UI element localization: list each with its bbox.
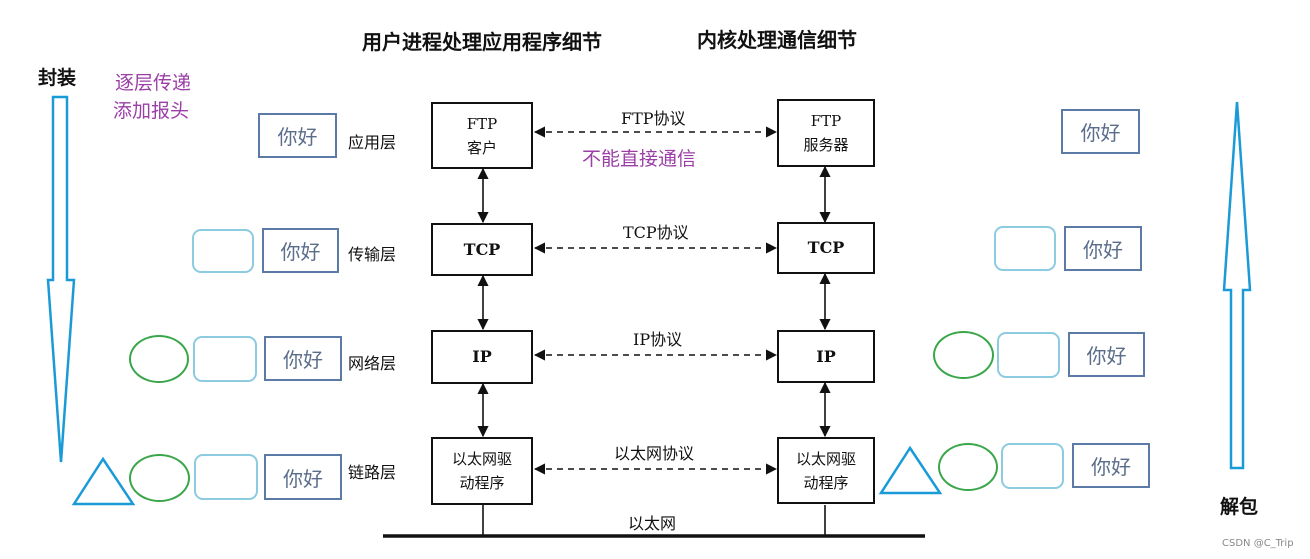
header-kernel: 内核处理通信细节 — [697, 28, 857, 52]
header-user-process: 用户进程处理应用程序细节 — [362, 30, 602, 54]
left-ip-box: IP — [431, 330, 533, 384]
right-network-ip-header — [933, 331, 994, 379]
right-link-tcp-header — [1001, 443, 1064, 489]
left-driver-line1: 以太网驱 — [451, 450, 512, 468]
right-ip-box: IP — [777, 330, 875, 383]
watermark: CSDN @C_Trip — [1222, 538, 1294, 549]
add-header-note: 添加报头 — [113, 100, 190, 122]
ftp-server-box: FTP 服务器 — [777, 99, 875, 167]
ftp-client-line1: FTP — [466, 114, 498, 133]
right-link-ip-header — [938, 443, 998, 491]
encapsulate-label: 封装 — [38, 67, 77, 89]
left-transport-payload: 你好 — [262, 228, 339, 273]
right-network-payload: 你好 — [1068, 332, 1145, 377]
ftp-client-box: FTP 客户 — [431, 102, 533, 169]
ethernet-label: 以太网 — [628, 514, 677, 533]
left-link-header-triangle — [71, 456, 136, 506]
left-ethernet-driver-box: 以太网驱 动程序 — [431, 437, 533, 505]
right-transport-tcp-header — [994, 226, 1056, 271]
right-driver-line2: 动程序 — [803, 473, 849, 492]
left-network-ip-header — [129, 335, 189, 383]
left-driver-line2: 动程序 — [459, 474, 505, 492]
protocol-label-ip: IP协议 — [633, 330, 683, 349]
no-direct-communication-note: 不能直接通信 — [582, 148, 697, 170]
layer-label-network: 网络层 — [348, 354, 397, 373]
right-tcp-text: TCP — [807, 238, 845, 257]
decapsulate-label: 解包 — [1220, 496, 1259, 518]
ftp-server-line2: 服务器 — [803, 136, 849, 154]
left-tcp-text: TCP — [463, 239, 501, 259]
decapsulate-up-arrow — [1222, 101, 1252, 470]
ftp-server-line1: FTP — [810, 112, 842, 130]
left-network-tcp-header — [193, 336, 257, 382]
right-ethernet-driver-box: 以太网驱 动程序 — [777, 437, 875, 504]
encapsulate-down-arrow — [46, 95, 76, 463]
layer-label-link: 链路层 — [348, 463, 397, 482]
right-network-tcp-header — [997, 332, 1060, 378]
right-link-header-triangle — [878, 445, 943, 495]
left-network-payload: 你好 — [264, 336, 342, 381]
right-app-payload: 你好 — [1061, 109, 1140, 154]
right-tcp-box: TCP — [777, 222, 875, 274]
protocol-label-ftp: FTP协议 — [621, 109, 686, 128]
layer-label-transport: 传输层 — [348, 245, 397, 264]
right-ip-text: IP — [816, 346, 836, 366]
right-link-payload: 你好 — [1072, 443, 1150, 488]
left-app-payload: 你好 — [258, 113, 337, 158]
left-tcp-box: TCP — [431, 223, 533, 276]
left-link-payload: 你好 — [264, 454, 342, 500]
protocol-label-tcp: TCP协议 — [623, 223, 689, 242]
right-transport-payload: 你好 — [1064, 226, 1142, 271]
layer-label-application: 应用层 — [348, 133, 397, 152]
ftp-client-line2: 客户 — [466, 138, 497, 157]
left-link-ip-header — [129, 454, 190, 502]
right-driver-line1: 以太网驱 — [795, 449, 856, 468]
protocol-label-ethernet: 以太网协议 — [614, 444, 695, 463]
layer-pass-note: 逐层传递 — [115, 72, 192, 94]
left-transport-tcp-header — [192, 229, 254, 273]
left-ip-text: IP — [472, 347, 492, 366]
left-link-tcp-header — [194, 454, 258, 500]
